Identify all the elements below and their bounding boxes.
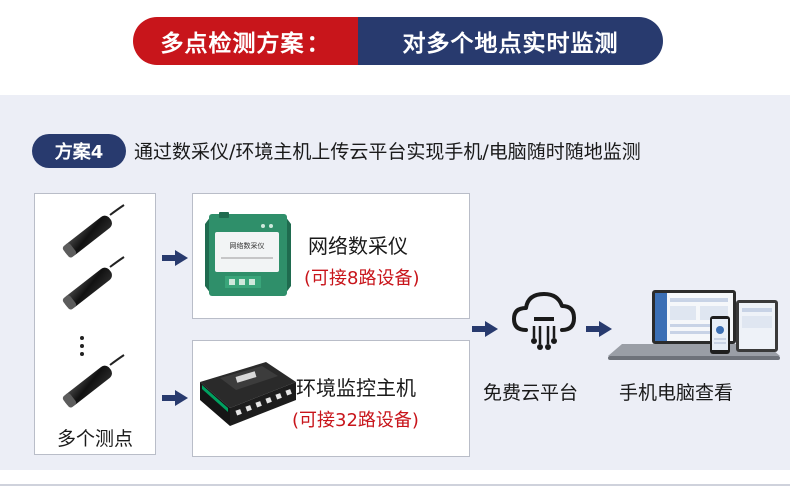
cloud-platform-icon <box>512 292 576 350</box>
monitor-host-box <box>192 340 470 457</box>
bottom-divider <box>0 484 790 486</box>
monitor-host-capacity: (可接32路设备) <box>292 410 419 431</box>
data-collector-device-icon: 网络数采仪 <box>205 212 291 296</box>
arrow-right-icon <box>472 321 498 337</box>
monitor-host-title: 环境监控主机 <box>296 376 416 400</box>
title-banner: 多点检测方案： 对多个地点实时监测 <box>133 17 663 65</box>
arrow-right-icon <box>162 250 188 266</box>
banner-left-text: 多点检测方案 <box>160 31 305 57</box>
view-devices-label: 手机电脑查看 <box>619 382 734 404</box>
data-collector-title: 网络数采仪 <box>308 234 408 258</box>
sensor-probe-icon <box>62 354 125 408</box>
arrow-right-icon <box>586 321 612 337</box>
cloud-platform-label: 免费云平台 <box>483 382 579 404</box>
banner-right-text: 对多个地点实时监测 <box>402 31 619 57</box>
monitor-host-device-icon <box>200 362 296 426</box>
banner-colon: ： <box>306 31 331 57</box>
banner-right: 对多个地点实时监测 <box>358 17 663 65</box>
arrow-right-icon <box>162 390 188 406</box>
scheme-description: 通过数采仪/环境主机上传云平台实现手机/电脑随时随地监测 <box>134 141 641 163</box>
sensor-probe-icon <box>62 204 125 258</box>
data-collector-device-label: 网络数采仪 <box>230 241 265 250</box>
laptop-phone-icon <box>608 290 780 360</box>
data-collector-capacity: (可接8路设备) <box>304 268 420 289</box>
scheme-tag: 方案4 <box>32 134 126 168</box>
more-sensors-dots <box>80 336 86 360</box>
sensor-probe-icon <box>62 256 125 310</box>
banner-left: 多点检测方案： <box>133 17 358 65</box>
sensors-label: 多个测点 <box>56 428 133 450</box>
